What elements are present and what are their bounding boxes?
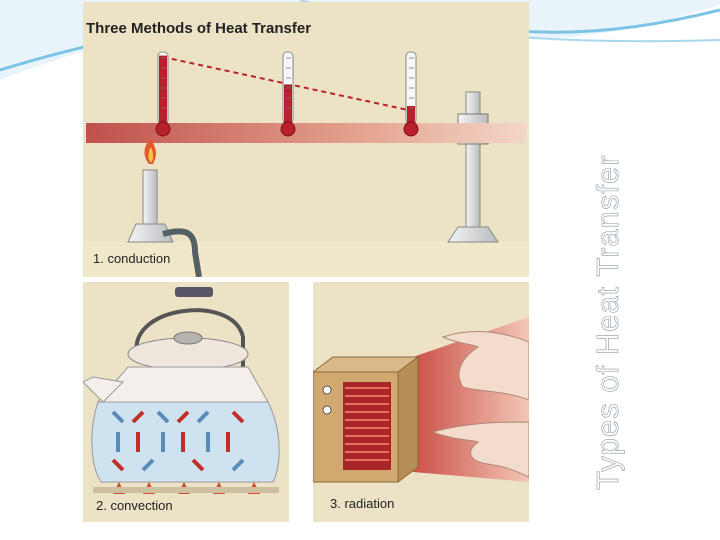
diagram-title: Three Methods of Heat Transfer [86,20,312,37]
kettle-water [91,401,280,483]
thermometer-1 [155,51,171,137]
radiation-panel: 3. radiation [313,282,529,522]
kettle-handle [134,308,245,367]
temperature-trend-line [162,56,409,111]
hand-lower [431,421,529,478]
thermometer-2 [280,51,296,137]
gas-hose [162,228,202,277]
radiation-caption: 3. radiation [330,496,395,511]
conduction-caption: 1. conduction [93,251,171,266]
hand-upper [441,331,529,401]
convection-caption: 2. convection [96,498,173,513]
clamp-stand-base [447,226,499,243]
diagram-panel: Three Methods of Heat Transfer [83,2,529,522]
kettle-spout [83,376,125,403]
convection-panel: 2. convection [83,282,289,522]
heater-knob [322,385,332,395]
conduction-panel: Three Methods of Heat Transfer [83,2,529,277]
slide-side-title: Types of Heat Transfer [590,154,626,490]
thermometer-3 [403,51,419,137]
metal-rod [86,123,526,143]
bunsen-burner [142,169,158,226]
